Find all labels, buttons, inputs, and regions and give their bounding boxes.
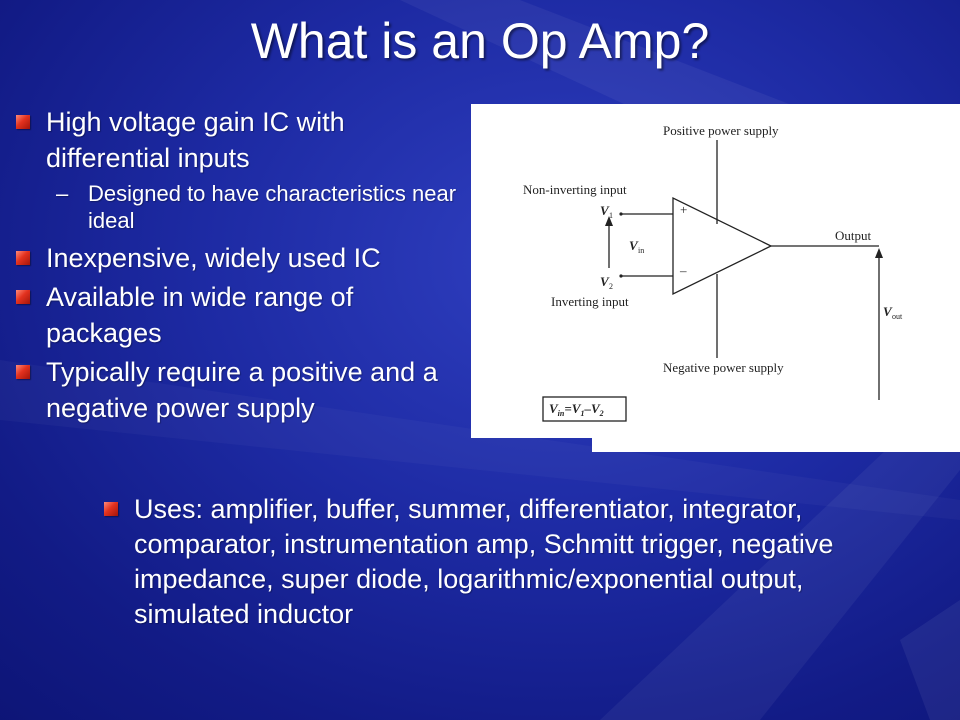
bullet-text: Available in wide range of packages bbox=[46, 282, 354, 348]
vout-arrowhead bbox=[875, 248, 883, 258]
v1-subscript: 1 bbox=[609, 211, 613, 220]
vin-arrowhead bbox=[605, 216, 613, 226]
formula-lhs: V bbox=[549, 401, 559, 416]
bullet-text: Inexpensive, widely used IC bbox=[46, 243, 381, 273]
main-bullet-list: High voltage gain IC with differential i… bbox=[14, 104, 464, 429]
red-square-bullet-icon bbox=[16, 365, 30, 379]
red-square-bullet-icon bbox=[16, 290, 30, 304]
op-amp-diagram: Positive power supply Negative power sup… bbox=[471, 104, 960, 452]
uses-bullet-item: Uses: amplifier, buffer, summer, differe… bbox=[102, 492, 862, 632]
sub-bullet-item: – Designed to have characteristics near … bbox=[46, 180, 464, 234]
negative-supply-label: Negative power supply bbox=[663, 360, 784, 375]
bullet-item: Inexpensive, widely used IC bbox=[14, 240, 464, 276]
vout-label: V bbox=[883, 304, 893, 319]
formula-v2-subscript: 2 bbox=[599, 409, 604, 418]
v2-subscript: 2 bbox=[609, 282, 613, 291]
minus-sign: – bbox=[679, 263, 687, 278]
formula-equals: =V bbox=[564, 401, 581, 416]
vin-subscript: in bbox=[638, 246, 644, 255]
vin-label: V bbox=[629, 238, 639, 253]
inverting-input-label: Inverting input bbox=[551, 294, 629, 309]
noninverting-input-label: Non-inverting input bbox=[523, 182, 627, 197]
red-square-bullet-icon bbox=[16, 251, 30, 265]
op-amp-triangle bbox=[672, 196, 773, 296]
red-square-bullet-icon bbox=[104, 502, 118, 516]
formula-lhs-subscript: in bbox=[558, 409, 565, 418]
sub-bullet-text: Designed to have characteristics near id… bbox=[88, 181, 457, 233]
output-label: Output bbox=[835, 228, 872, 243]
uses-bullet-list: Uses: amplifier, buffer, summer, differe… bbox=[102, 492, 862, 635]
v2-label: V bbox=[600, 274, 610, 289]
v1-terminal bbox=[619, 212, 623, 216]
bullet-item: Available in wide range of packages bbox=[14, 279, 464, 351]
vout-subscript: out bbox=[892, 312, 903, 321]
diagram-background-tab bbox=[592, 434, 960, 452]
sub-bullet-list: – Designed to have characteristics near … bbox=[46, 180, 464, 234]
positive-supply-label: Positive power supply bbox=[663, 123, 779, 138]
bullet-item: Typically require a positive and a negat… bbox=[14, 354, 464, 426]
bullet-text: Typically require a positive and a negat… bbox=[46, 357, 438, 423]
formula-box bbox=[542, 396, 627, 422]
v2-terminal bbox=[619, 274, 623, 278]
formula-minus: –V bbox=[583, 401, 601, 416]
uses-text: Uses: amplifier, buffer, summer, differe… bbox=[134, 494, 834, 629]
formula-v1-subscript: 1 bbox=[580, 409, 584, 418]
slide-title: What is an Op Amp? bbox=[250, 13, 710, 69]
dash-bullet-icon: – bbox=[56, 181, 69, 206]
formula: Vin=V1–V2 bbox=[549, 401, 604, 418]
v1-label: V bbox=[600, 203, 610, 218]
bullet-text: High voltage gain IC with differential i… bbox=[46, 107, 345, 173]
op-amp-schematic: Positive power supply Negative power sup… bbox=[523, 123, 903, 422]
bullet-item: High voltage gain IC with differential i… bbox=[14, 104, 464, 234]
red-square-bullet-icon bbox=[16, 115, 30, 129]
plus-sign: + bbox=[680, 202, 687, 217]
